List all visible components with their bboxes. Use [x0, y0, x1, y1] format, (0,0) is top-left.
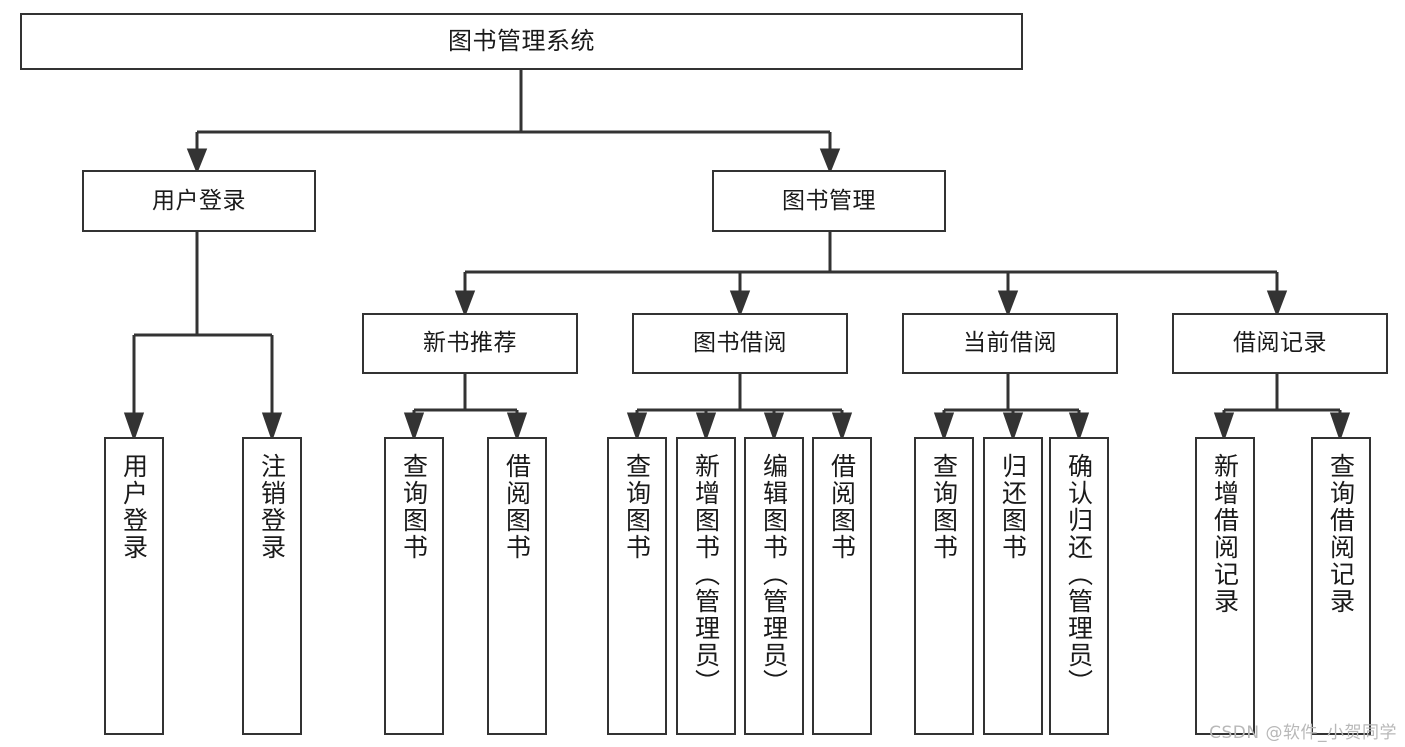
leaf-recommend-borrow-book[interactable]: 借阅图书: [487, 437, 547, 735]
node-book-borrow[interactable]: 图书借阅: [632, 313, 848, 374]
node-label: 借阅图书: [502, 453, 532, 561]
node-label: 图书管理: [782, 187, 876, 214]
watermark-text: CSDN @软件_小贺同学: [1209, 723, 1397, 743]
node-label: 借阅图书: [827, 453, 857, 561]
leaf-recommend-query-book[interactable]: 查询图书: [384, 437, 444, 735]
leaf-borrow-add-book-admin[interactable]: 新增图书（管理员）: [676, 437, 736, 735]
node-label: 新增图书（管理员）: [691, 453, 721, 696]
leaf-borrow-query-book[interactable]: 查询图书: [607, 437, 667, 735]
node-label: 确认归还（管理员）: [1064, 453, 1094, 696]
leaf-current-query-book[interactable]: 查询图书: [914, 437, 974, 735]
node-book-management[interactable]: 图书管理: [712, 170, 946, 232]
leaf-current-confirm-return-admin[interactable]: 确认归还（管理员）: [1049, 437, 1109, 735]
leaf-borrow-edit-book-admin[interactable]: 编辑图书（管理员）: [744, 437, 804, 735]
node-user-login[interactable]: 用户登录: [82, 170, 316, 232]
node-label: 用户登录: [119, 453, 149, 561]
node-borrow-record[interactable]: 借阅记录: [1172, 313, 1388, 374]
node-label: 查询借阅记录: [1326, 453, 1356, 615]
node-label: 注销登录: [257, 453, 287, 561]
node-current-borrow[interactable]: 当前借阅: [902, 313, 1118, 374]
node-label: 查询图书: [929, 453, 959, 561]
node-root-system[interactable]: 图书管理系统: [20, 13, 1023, 70]
node-label: 新增借阅记录: [1210, 453, 1240, 615]
node-label: 编辑图书（管理员）: [759, 453, 789, 696]
leaf-user-login-signout[interactable]: 注销登录: [242, 437, 302, 735]
node-label: 查询图书: [622, 453, 652, 561]
leaf-record-add-record[interactable]: 新增借阅记录: [1195, 437, 1255, 735]
leaf-user-login-signin[interactable]: 用户登录: [104, 437, 164, 735]
leaf-borrow-borrow-book[interactable]: 借阅图书: [812, 437, 872, 735]
node-label: 图书借阅: [693, 330, 787, 357]
leaf-current-return-book[interactable]: 归还图书: [983, 437, 1043, 735]
leaf-record-query-record[interactable]: 查询借阅记录: [1311, 437, 1371, 735]
node-label: 当前借阅: [963, 330, 1057, 357]
node-label: 用户登录: [152, 187, 246, 214]
node-label: 查询图书: [399, 453, 429, 561]
node-label: 新书推荐: [423, 330, 517, 357]
node-new-book-recommend[interactable]: 新书推荐: [362, 313, 578, 374]
node-label: 归还图书: [998, 453, 1028, 561]
node-label: 图书管理系统: [448, 26, 595, 55]
node-label: 借阅记录: [1233, 330, 1327, 357]
